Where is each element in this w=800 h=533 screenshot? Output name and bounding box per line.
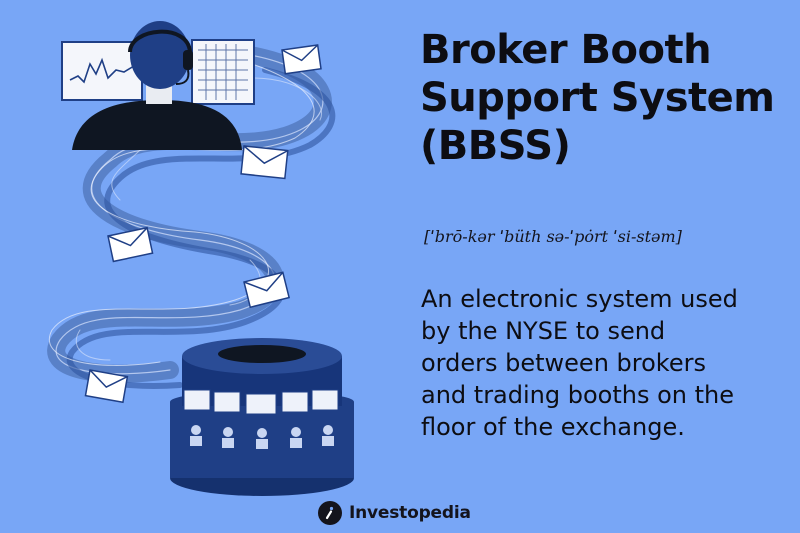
brand-name: Investopedia	[349, 503, 471, 523]
broker-figure	[72, 21, 242, 150]
definition-line-3: orders between brokers	[421, 349, 706, 377]
definition-line-2: by the NYSE to send	[421, 317, 666, 345]
data-ribbons	[47, 46, 336, 389]
page-title: Broker Booth Support System (BBSS)	[420, 26, 790, 170]
left-monitor	[61, 41, 143, 101]
illustration	[47, 21, 354, 496]
investopedia-logo-icon	[318, 501, 342, 525]
title-line-1: Broker Booth	[420, 27, 712, 73]
title-line-3: (BBSS)	[420, 123, 571, 169]
pronunciation: [ˈbrō-kər ˈbüth sə-ˈpȯrt ˈsi-stəm]	[424, 227, 682, 246]
definition-text: An electronic system used by the NYSE to…	[421, 283, 791, 443]
definition-line-5: floor of the exchange.	[421, 413, 685, 441]
brand-logo: Investopedia	[318, 498, 471, 528]
right-monitor	[191, 39, 255, 105]
definition-line-4: and trading booths on the	[421, 381, 735, 409]
title-line-2: Support System	[420, 75, 775, 121]
envelope-icons	[84, 44, 322, 404]
trading-booth	[170, 338, 354, 496]
definition-line-1: An electronic system used	[421, 285, 738, 313]
